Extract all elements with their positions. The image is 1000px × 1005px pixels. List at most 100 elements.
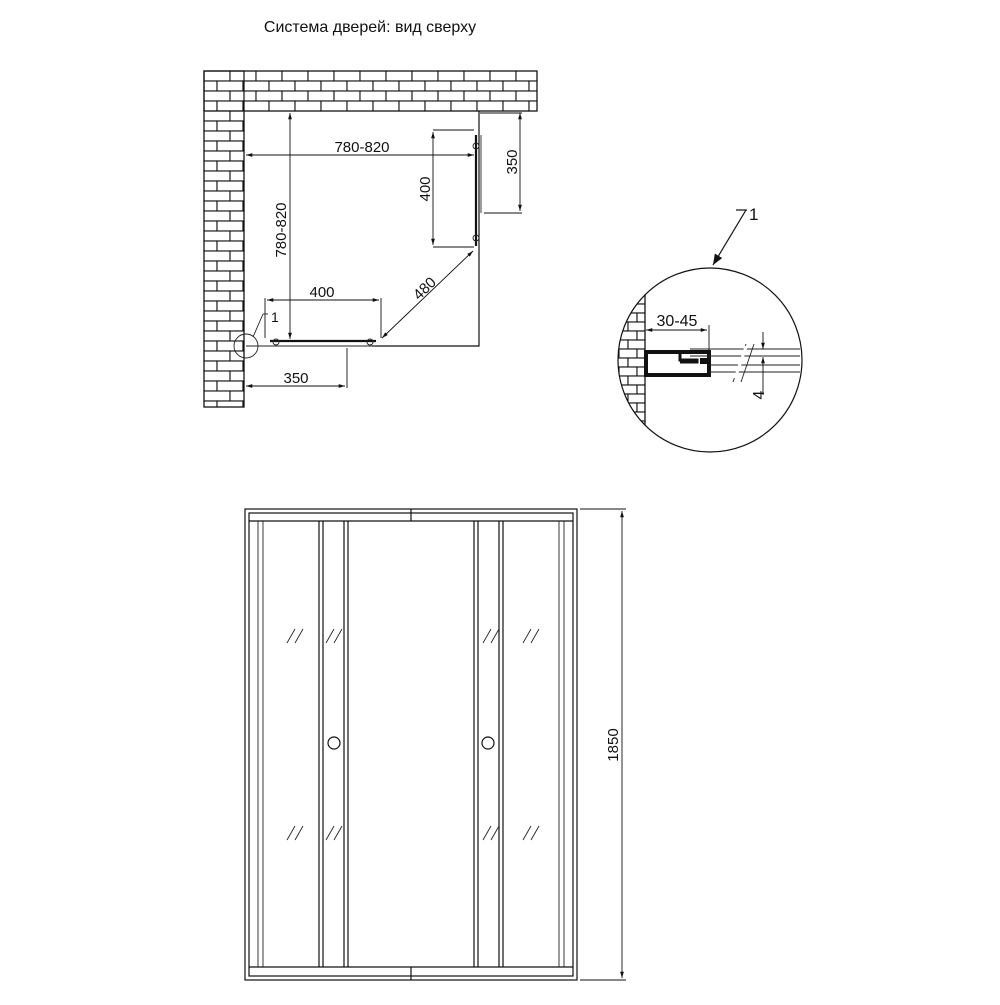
brick [203, 190, 231, 202]
brick [229, 190, 245, 202]
brick [636, 366, 646, 377]
brick [203, 280, 218, 292]
brick [229, 330, 245, 342]
brick [618, 420, 638, 431]
brick [618, 366, 620, 377]
brick [618, 268, 629, 278]
left-door-handle [327, 736, 341, 750]
brick [229, 310, 245, 322]
brick [203, 400, 218, 408]
brick [216, 360, 244, 372]
brick [229, 290, 245, 302]
brick [636, 438, 646, 449]
brick [618, 294, 638, 305]
brick [437, 70, 465, 82]
brick [216, 340, 244, 352]
brick [385, 90, 413, 102]
brick-wall-top [203, 70, 538, 112]
brick [627, 447, 646, 452]
glass-mark [286, 825, 296, 841]
brick [618, 438, 620, 449]
brick [229, 150, 245, 162]
brick [515, 70, 538, 82]
brick [229, 130, 245, 142]
brick [203, 230, 231, 242]
brick [502, 100, 530, 112]
brick [372, 80, 400, 92]
brick [229, 110, 245, 122]
brick [203, 370, 231, 382]
brick [502, 80, 530, 92]
brick [203, 260, 218, 272]
glass-mark [482, 628, 492, 644]
brick [229, 370, 245, 382]
brick [268, 100, 296, 112]
brick [216, 220, 244, 232]
brick [618, 303, 629, 314]
brick [359, 70, 387, 82]
brick [618, 366, 638, 377]
brick [203, 310, 231, 322]
brick [618, 276, 638, 287]
glass-mark [490, 825, 500, 841]
brick [618, 294, 620, 305]
brick [203, 250, 231, 262]
brick [618, 411, 629, 422]
brick [619, 475, 637, 480]
brick [203, 290, 231, 302]
brick [628, 250, 645, 259]
dim-diagonal-label: 480 [410, 274, 440, 304]
brick [618, 330, 620, 341]
brick [216, 320, 244, 332]
brick [637, 457, 645, 466]
brick [618, 375, 629, 386]
glass-mark [482, 825, 492, 841]
brick [203, 320, 218, 332]
brick [618, 357, 629, 368]
brick [610, 475, 619, 480]
brick [203, 150, 231, 162]
glass-mark [333, 825, 343, 841]
brick [610, 457, 619, 466]
brick [346, 100, 374, 112]
brick [203, 380, 218, 392]
brick [424, 80, 452, 92]
detail-view: 30-45 4 1 [610, 205, 803, 480]
brick [333, 70, 361, 82]
page-title: Система дверей: вид сверху [264, 19, 476, 36]
brick [216, 260, 244, 272]
callout-leader [252, 313, 264, 338]
glass-mark [325, 628, 335, 644]
brick [203, 270, 231, 282]
roller [472, 234, 480, 242]
brick [216, 100, 244, 112]
dim-height-label: 1850 [605, 728, 622, 761]
brick [294, 80, 322, 92]
brick [424, 100, 452, 112]
glass-mark [294, 628, 304, 644]
brick [618, 429, 629, 440]
dim-line-diagonal [381, 250, 474, 339]
dim-front-panel-label: 400 [309, 284, 334, 301]
top-view: 780-820 780-820 400 350 400 480 350 1 [203, 70, 538, 408]
brick [307, 90, 335, 102]
brick [489, 90, 517, 102]
brick [229, 230, 245, 242]
brick [203, 180, 218, 192]
brick [203, 200, 218, 212]
brick [627, 285, 646, 296]
brick [307, 70, 335, 82]
detail-callout-number: 1 [749, 205, 758, 224]
brick [203, 240, 218, 252]
brick [627, 411, 646, 422]
brick [528, 100, 538, 112]
glass-mark [286, 628, 296, 644]
brick [618, 348, 638, 359]
right-door-handle [481, 736, 495, 750]
roller [272, 338, 280, 346]
brick [255, 70, 283, 82]
brick [255, 90, 283, 102]
brick [203, 70, 231, 82]
brick [636, 348, 646, 359]
